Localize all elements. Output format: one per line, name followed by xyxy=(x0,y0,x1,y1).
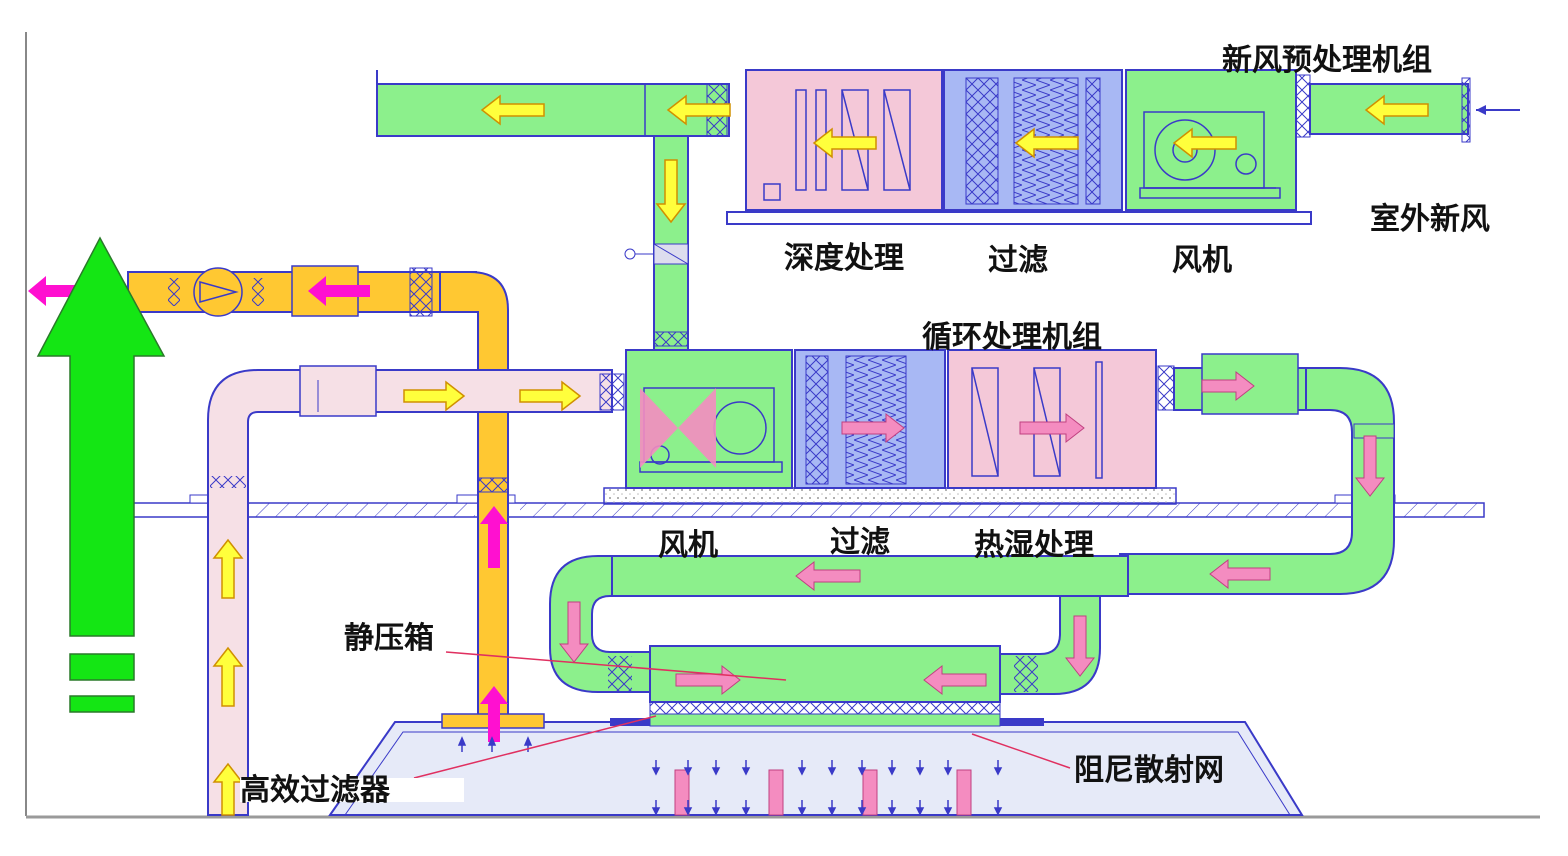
room-down-arrow-head xyxy=(915,767,925,776)
room-down-arrow-head xyxy=(651,767,661,776)
flow-arrows xyxy=(28,94,1429,816)
room-down-arrow-head xyxy=(993,807,1003,816)
static-box-label: 静压箱 xyxy=(344,621,434,656)
recirc-unit-label: 循环处理机组 xyxy=(922,320,1102,355)
room-down-arrow-head xyxy=(683,767,693,776)
supply-loop-duct xyxy=(549,353,1395,695)
heat-humid-label: 热湿处理 xyxy=(974,528,1094,563)
room-down-arrow-head xyxy=(827,767,837,776)
room-down-arrow-head xyxy=(887,767,897,776)
room-down-arrow-head xyxy=(887,807,897,816)
filter-bottom-label: 过滤 xyxy=(830,525,890,560)
room-down-arrow-head xyxy=(857,807,867,816)
room-down-arrow-head xyxy=(683,807,693,816)
room-down-arrow-head xyxy=(711,767,721,776)
filter-icon xyxy=(965,77,1101,205)
room-down-arrow-head xyxy=(943,767,953,776)
heat-humid-section xyxy=(947,349,1157,489)
room-down-arrow-head xyxy=(857,767,867,776)
fan-top-label: 风机 xyxy=(1172,243,1232,278)
clean-room xyxy=(328,721,1304,816)
room-down-arrow-head xyxy=(651,807,661,816)
room-down-arrow-head xyxy=(993,767,1003,776)
flow-arrow-icon xyxy=(558,370,1386,816)
big-green-up-arrow-icon xyxy=(36,236,166,713)
flow-arrow-icon xyxy=(212,94,1429,816)
room-down-arrows xyxy=(651,760,1003,816)
room-down-arrow-head xyxy=(943,807,953,816)
room-down-arrow-head xyxy=(741,767,751,776)
filter-icon xyxy=(805,355,907,485)
damper-icon xyxy=(640,388,678,468)
filter-top-label: 过滤 xyxy=(988,243,1048,278)
deep-treatment-label: 深度处理 xyxy=(784,241,904,276)
fresh-unit-label: 新风预处理机组 xyxy=(1222,43,1432,78)
fan-bottom-label: 风机 xyxy=(658,528,718,563)
flow-arrow-icon xyxy=(28,276,508,742)
room-down-arrow-head xyxy=(741,807,751,816)
room-down-arrow-head xyxy=(797,767,807,776)
hepa-filter-label: 高效过滤器 xyxy=(240,773,391,808)
outdoor-air-label: 室外新风 xyxy=(1370,202,1490,237)
room-airflow-arrows xyxy=(457,736,533,752)
hepa-label-bg xyxy=(240,778,464,802)
damping-mesh-label: 阻尼散射网 xyxy=(1074,753,1224,788)
recirc-unit xyxy=(603,349,1177,505)
room-down-arrow-head xyxy=(797,807,807,816)
return-air-duct xyxy=(207,365,625,816)
fan-icon xyxy=(1139,111,1281,199)
room-down-arrow-head xyxy=(915,807,925,816)
leader-lines xyxy=(413,651,1071,779)
room-down-arrow-head xyxy=(711,807,721,816)
clean-room-inner xyxy=(344,731,1291,816)
room-down-arrow-head xyxy=(827,807,837,816)
